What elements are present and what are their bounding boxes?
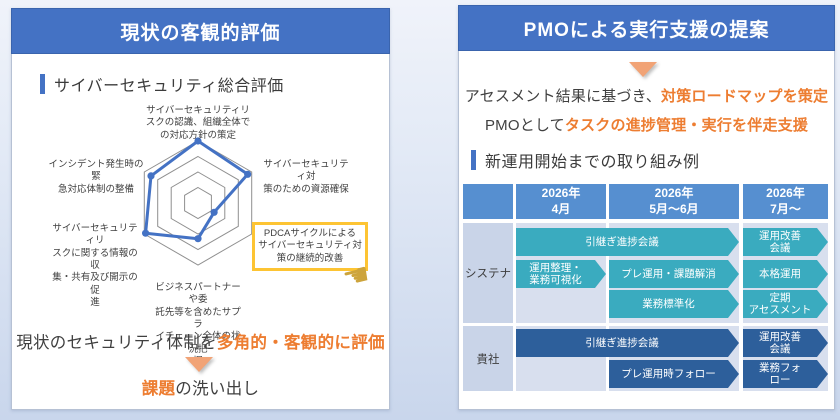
timeline-row-label: 貴社	[463, 326, 513, 391]
timeline-bar: 定期 アセスメント	[743, 290, 828, 318]
plain-text: 現状のセキュリティ体制を	[16, 334, 217, 352]
left-section-title: サイバーセキュリティ総合評価	[54, 78, 284, 95]
timeline-bar: 業務フォ ロー	[743, 360, 828, 388]
left-panel-current-assessment: 現状の客観的評価 サイバーセキュリティ総合評価 サイバーセキュリティリ スクの認…	[11, 8, 390, 410]
accent-text: 課題	[141, 380, 176, 398]
radar-axis-label: サイバーセキュリティ対 策のための資源確保	[263, 159, 349, 195]
radar-data-point	[142, 229, 150, 237]
timeline-bar: 業務標準化	[609, 290, 739, 318]
timeline-bar: プレ運用・課題解消	[609, 260, 739, 288]
timeline-column-header: 2026年 5月～6月	[609, 184, 739, 219]
left-section-title-row: サイバーセキュリティ総合評価	[40, 72, 284, 96]
radar-data-point	[194, 235, 202, 243]
timeline-bar: プレ運用時フォロー	[609, 360, 739, 388]
lead-line-1: アセスメント結果に基づき、対策ロードマップを策定	[459, 85, 834, 106]
radar-data-point	[147, 172, 155, 180]
right-section-title: 新運用開始までの取り組み例	[485, 154, 700, 171]
lead-text-block: アセスメント結果に基づき、対策ロードマップを策定 PMOとしてタスクの進捗管理・…	[459, 85, 834, 143]
radar-axis-label: サイバーセキュリティリ スクに関する情報の収 集・共有及び開示の促 進	[52, 223, 138, 309]
timeline-bar: 運用改善 会議	[743, 329, 828, 357]
timeline-bar: 引継ぎ進捗会議	[516, 329, 739, 357]
radar-grid-ring	[170, 171, 226, 235]
radar-axis-label: サイバーセキュリティリ スクの認識、組織全体で の対応方針の策定	[145, 105, 251, 141]
timeline-corner-cell	[463, 184, 513, 219]
timeline-column-header: 2026年 4月	[516, 184, 606, 219]
evaluation-summary-line: 現状のセキュリティ体制を多角的・客観的に評価	[12, 329, 389, 353]
radar-data-point	[210, 208, 218, 216]
radar-grid-ring	[143, 140, 253, 266]
section-accent-bar	[471, 150, 476, 170]
timeline-bar: 運用整理・ 業務可視化	[516, 260, 606, 288]
plain-text: アセスメント結果に基づき、	[464, 88, 662, 105]
lead-line-2: PMOとしてタスクの進捗管理・実行を伴走支援	[459, 114, 834, 135]
radar-grid-ring	[184, 186, 212, 220]
plain-text: PMOとして	[484, 117, 565, 134]
radar-axis-label: インシデント発生時の緊 急対応体制の整備	[48, 159, 144, 195]
accent-text: 多角的・客観的に評価	[216, 334, 385, 352]
right-section-title-row: 新運用開始までの取り組み例	[471, 148, 700, 172]
radar-axis-label-highlighted: PDCAサイクルによる サイバーセキュリティ対 策の継続的改善	[252, 222, 368, 272]
timeline-column-header: 2026年 7月～	[743, 184, 828, 219]
section-accent-bar	[40, 74, 45, 94]
accent-text: タスクの進捗管理・実行を伴走支援	[564, 117, 809, 134]
timeline-bar: 運用改善 会議	[743, 228, 828, 256]
left-panel-title: 現状の客観的評価	[11, 8, 390, 54]
right-panel-title: PMOによる実行支援の提案	[458, 5, 835, 51]
hand-pointer-icon: ☚	[339, 257, 374, 296]
down-triangle-icon	[629, 62, 657, 77]
issues-line: 課題の洗い出し	[12, 375, 389, 399]
radar-data-polygon	[144, 139, 250, 241]
radar-grid-ring	[157, 155, 239, 251]
plain-text: の洗い出し	[175, 380, 260, 398]
timeline-bar: 引継ぎ進捗会議	[516, 228, 739, 256]
accent-text: 対策ロードマップを策定	[661, 88, 829, 105]
right-panel-pmo-proposal: PMOによる実行支援の提案 アセスメント結果に基づき、対策ロードマップを策定 P…	[458, 5, 835, 410]
down-triangle-icon	[185, 357, 213, 372]
radar-axis-label: ビジネスパートナーや委 託先等を含めたサプラ イチェーン全体の状況把 握	[155, 282, 241, 368]
timeline-row-label: システナ	[463, 223, 513, 323]
radar-data-point	[244, 170, 252, 178]
timeline-bar: 本格運用	[743, 260, 828, 288]
